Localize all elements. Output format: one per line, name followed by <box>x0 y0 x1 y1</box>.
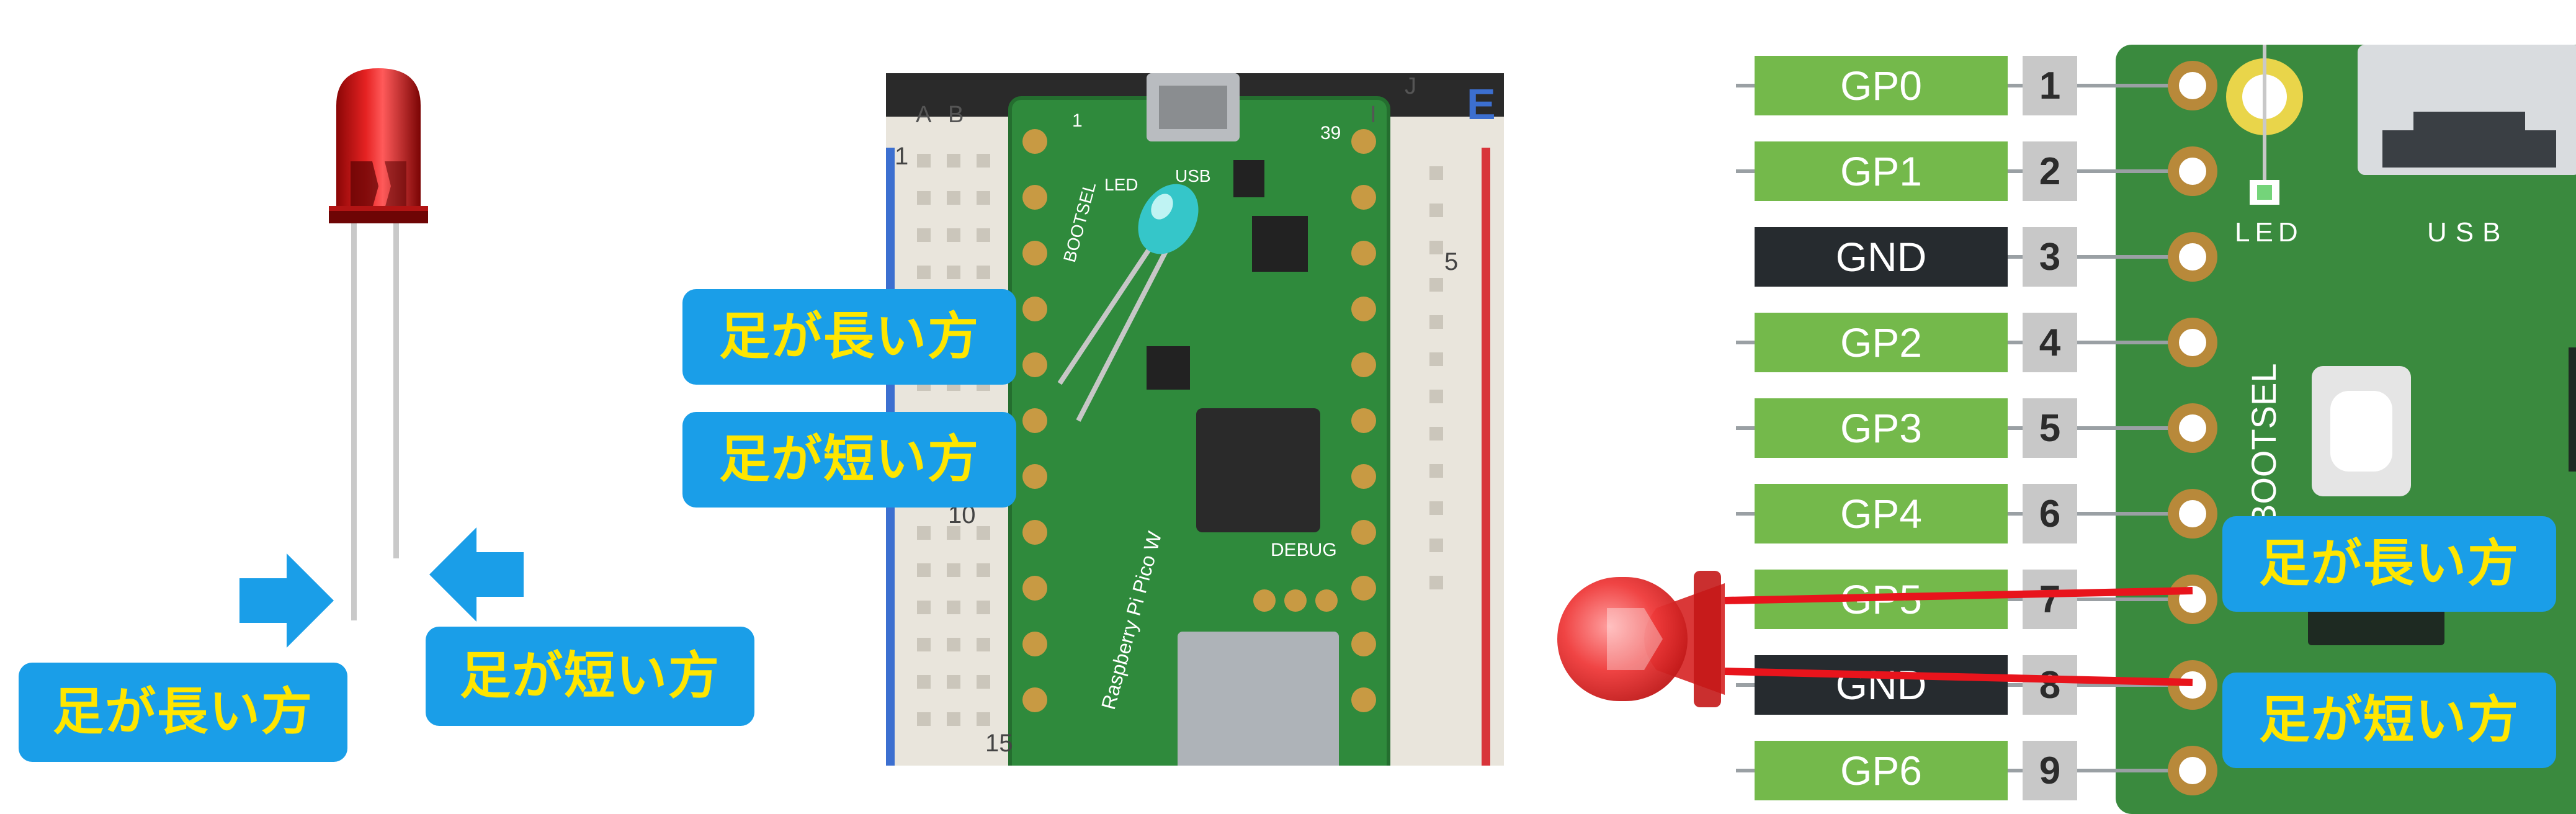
breadboard-column-a: A <box>916 102 932 128</box>
pin-label-gp2: GP2 <box>1755 313 2008 372</box>
panel-pinout-diagram: LED USB 1 2 BOOTSEL GP0 1 GP1 2 GND 3 GP… <box>1539 0 2576 814</box>
pin-label-gp6: GP6 <box>1755 741 2008 800</box>
onboard-led-line <box>2263 45 2266 187</box>
pin-number-6: 6 <box>2023 484 2077 543</box>
breadboard-board-illustration <box>886 73 1504 766</box>
breadboard-column-i: I <box>1370 102 1377 128</box>
board-led-label: LED <box>1104 175 1138 194</box>
middle-callout-short-leg: 足が短い方 <box>682 412 1016 508</box>
pin-label-gp3: GP3 <box>1755 398 2008 458</box>
pin-label-line <box>2008 255 2194 259</box>
pin-pad <box>2168 146 2217 196</box>
pin-label-line <box>2008 512 2194 516</box>
pin-number-4: 4 <box>2023 313 2077 372</box>
breadboard-edge-text: E <box>1467 80 1496 128</box>
breadboard-row-5: 5 <box>1444 248 1459 275</box>
callout-long-leg: 足が長い方 <box>19 663 347 762</box>
pin-label-line <box>2008 597 2194 601</box>
led-component-illustration <box>329 68 428 620</box>
board-pin-1-marker: 1 <box>1072 110 1083 131</box>
pin-pad <box>2168 746 2217 795</box>
pin-lead-line <box>1736 769 1761 772</box>
pin-label-line <box>2008 769 2194 772</box>
pin-number-9: 9 <box>2023 741 2077 800</box>
pin-lead-line <box>1736 683 1761 687</box>
breadboard-row-1: 1 <box>895 143 909 170</box>
pin-number-8: 8 <box>2023 655 2077 715</box>
pin-lead-line <box>1736 341 1761 344</box>
right-callout-long-leg: 足が長い方 <box>2222 516 2556 612</box>
pin-number-5: 5 <box>2023 398 2077 458</box>
pin-label-line <box>2008 169 2194 173</box>
pin-label-gnd-2: GND <box>1755 655 2008 715</box>
arrow-right-icon <box>239 553 334 648</box>
bootsel-button-cap <box>2330 391 2392 472</box>
pin-lead-line <box>1736 84 1761 87</box>
callout-short-leg: 足が短い方 <box>426 627 754 726</box>
pin-pad <box>2168 232 2217 282</box>
pin-label-line <box>2008 84 2194 87</box>
pin-lead-line <box>1736 426 1761 430</box>
board-pin-39-marker: 39 <box>1320 123 1341 143</box>
board-usb-label: USB <box>1175 166 1211 186</box>
onboard-led-dot <box>2257 185 2272 200</box>
pin-pad <box>2168 61 2217 110</box>
board-debug-label: DEBUG <box>1271 540 1337 560</box>
usb-port-icon <box>2382 112 2556 168</box>
breadboard-row-15: 15 <box>985 730 1013 757</box>
pin-pad <box>2168 489 2217 539</box>
breadboard-column-j: J <box>1405 73 1416 99</box>
pin-label-gp4: GP4 <box>1755 484 2008 543</box>
pin-label-gnd-1: GND <box>1755 227 2008 287</box>
pin-number-3: 3 <box>2023 227 2077 287</box>
led-wiring-overlay <box>1557 571 2193 707</box>
right-callout-short-leg: 足が短い方 <box>2222 673 2556 768</box>
middle-callout-long-leg: 足が長い方 <box>682 289 1016 385</box>
pin-lead-line <box>1736 169 1761 173</box>
pin-pad <box>2168 318 2217 367</box>
pin-pad <box>2168 403 2217 453</box>
pin-number-1: 1 <box>2023 56 2077 115</box>
board-usb-label: USB <box>2427 217 2510 248</box>
pin-label-line <box>2008 341 2194 344</box>
board-led-label: LED <box>2235 217 2303 248</box>
pin-label-gp0: GP0 <box>1755 56 2008 115</box>
panel-breadboard-photo: A B I J E 1 5 10 15 1 39 USB LED BOOTSEL… <box>886 73 1504 766</box>
board-component-black <box>2569 347 2576 472</box>
breadboard-column-b: B <box>948 102 964 128</box>
pin-label-line <box>2008 426 2194 430</box>
panel-led-legs: 足が長い方 足が短い方 <box>0 0 807 794</box>
pin-number-7: 7 <box>2023 570 2077 629</box>
pin-label-gp1: GP1 <box>1755 141 2008 201</box>
pin-lead-line <box>1736 512 1761 516</box>
arrow-left-icon <box>429 527 524 622</box>
pin-label-line <box>2008 683 2194 687</box>
pin-number-2: 2 <box>2023 141 2077 201</box>
